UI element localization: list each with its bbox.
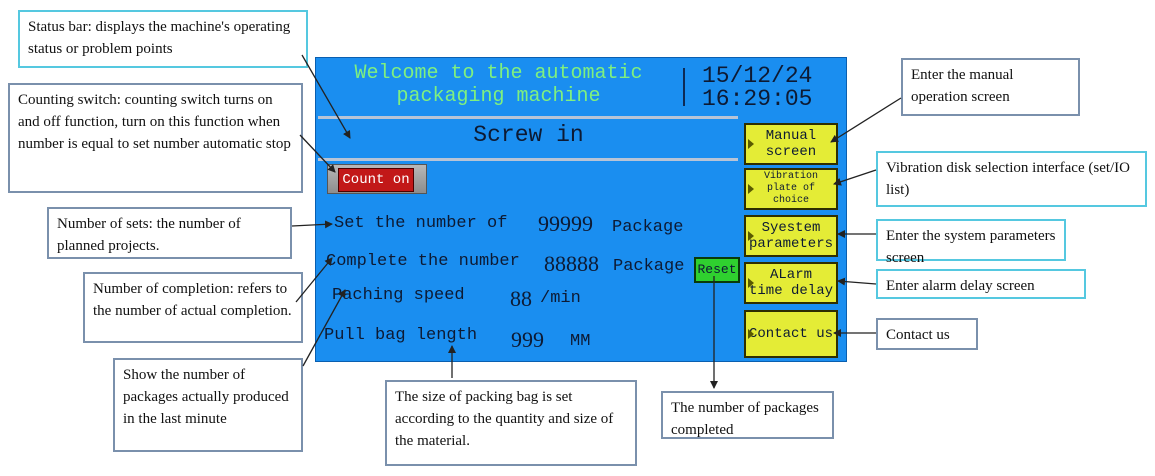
- callout-counting-switch: Counting switch: counting switch turns o…: [8, 83, 303, 193]
- manual-screen-label: Manual screen: [765, 128, 817, 160]
- packing-speed-value: 88: [510, 286, 532, 311]
- callout-packages-completed: The number of packages completed: [661, 391, 834, 439]
- leader-counting-switch: [299, 134, 336, 173]
- bag-length-value[interactable]: 999: [511, 327, 544, 352]
- status-bar-title: Welcome to the automatic packaging machi…: [354, 62, 643, 108]
- screen-title: Screw in: [473, 122, 584, 148]
- system-parameters-label: Syestem parameters: [748, 220, 833, 252]
- bag-length-label: Pull bag length: [324, 326, 478, 345]
- divider-top: [318, 116, 738, 119]
- arrow-right-icon: [748, 231, 754, 241]
- contact-us-label: Contact us: [748, 326, 833, 342]
- callout-number-of-sets: Number of sets: the number of planned pr…: [47, 207, 292, 259]
- callout-status-bar: Status bar: displays the machine's opera…: [18, 10, 308, 68]
- date-display: 15/12/24: [702, 63, 813, 89]
- callout-vibration: Vibration disk selection interface (set/…: [876, 151, 1147, 207]
- arrow-right-icon: [748, 329, 754, 339]
- manual-screen-button[interactable]: Manual screen: [744, 123, 838, 165]
- count-on-button[interactable]: Count on: [327, 164, 427, 194]
- divider-bottom: [318, 158, 738, 161]
- time-display: 16:29:05: [702, 86, 813, 112]
- alarm-time-delay-button[interactable]: ALarm time delay: [744, 262, 838, 304]
- system-parameters-button[interactable]: Syestem parameters: [744, 215, 838, 257]
- packing-speed-unit: /min: [540, 289, 581, 308]
- contact-us-button[interactable]: Contact us: [744, 310, 838, 358]
- arrow-right-icon: [748, 278, 754, 288]
- complete-number-label: Complete the number: [326, 252, 520, 271]
- reset-button[interactable]: Reset: [694, 257, 740, 283]
- bag-length-unit: MM: [570, 332, 591, 351]
- vibration-plate-label: Vibration plate of choice: [763, 171, 818, 206]
- set-number-unit: Package: [612, 218, 684, 237]
- vibration-plate-button[interactable]: Vibration plate of choice: [744, 168, 838, 210]
- callout-show-packages: Show the number of packages actually pro…: [113, 358, 303, 452]
- alarm-time-delay-label: ALarm time delay: [748, 267, 833, 299]
- arrow-right-icon: [748, 139, 754, 149]
- complete-number-value: 88888: [544, 251, 599, 276]
- count-on-label: Count on: [338, 168, 414, 192]
- leader-vibration: [833, 169, 877, 186]
- callout-system: Enter the system parameters screen: [876, 219, 1066, 266]
- leader-number-of-completion: [295, 257, 333, 303]
- callout-bag-size: The size of packing bag is set according…: [385, 380, 637, 466]
- callout-number-of-completion: Number of completion: refers to the numb…: [83, 272, 303, 343]
- callout-contact: Contact us: [876, 318, 978, 350]
- leader-alarm: [837, 277, 877, 286]
- complete-number-unit: Package: [613, 257, 685, 276]
- callout-alarm: Enter alarm delay screen: [876, 269, 1086, 299]
- leader-manual: [830, 97, 902, 143]
- set-number-label: Set the number of: [334, 214, 508, 233]
- leader-status-bar: [301, 54, 351, 139]
- packing-speed-label: Paching speed: [332, 286, 465, 305]
- status-bar-divider: [683, 68, 685, 106]
- leader-show-packages: [302, 289, 346, 367]
- arrow-right-icon: [748, 184, 754, 194]
- leader-number-of-sets: [291, 220, 333, 229]
- set-number-value[interactable]: 99999: [538, 211, 593, 236]
- hmi-screen: Welcome to the automatic packaging machi…: [315, 57, 847, 362]
- callout-manual: Enter the manual operation screen: [901, 58, 1080, 116]
